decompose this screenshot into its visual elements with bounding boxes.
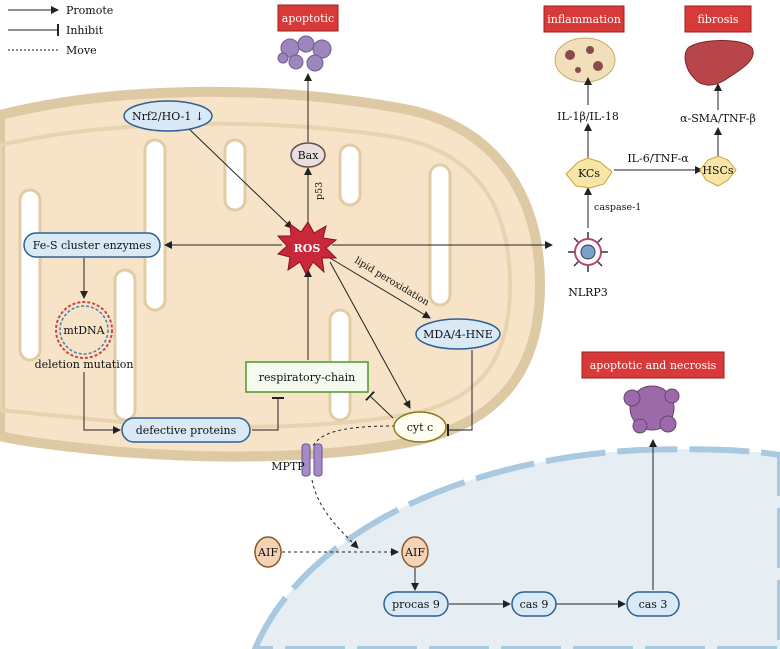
label-deletion-mutation: deletion mutation — [35, 358, 134, 371]
label-il1b: IL-1β/IL-18 — [557, 110, 619, 123]
node-defective-proteins: defective proteins — [121, 417, 251, 443]
mitochondrion — [0, 86, 546, 462]
node-ros: ROS — [276, 221, 338, 276]
outcome-apoptotic-necrosis: apoptotic and necrosis — [581, 351, 725, 379]
outcome-fibrosis: fibrosis — [684, 5, 752, 33]
legend-move-label: Move — [66, 44, 97, 57]
necrotic-cell-illustration — [623, 385, 680, 434]
svg-text:apoptotic: apoptotic — [282, 12, 334, 25]
edges — [80, 73, 722, 608]
node-respiratory-chain: respiratory-chain — [245, 361, 369, 393]
svg-text:apoptotic and necrosis: apoptotic and necrosis — [590, 359, 717, 372]
outcome-inflammation: inflammation — [543, 5, 625, 33]
svg-text:AIF: AIF — [404, 546, 425, 559]
move-edges — [282, 425, 399, 556]
svg-text:Nrf2/HO-1 ↓: Nrf2/HO-1 ↓ — [132, 110, 204, 123]
outcome-apoptotic: apoptotic — [277, 4, 339, 32]
svg-text:cyt c: cyt c — [407, 421, 433, 434]
svg-text:KCs: KCs — [578, 167, 600, 180]
label-p53: p53 — [314, 182, 325, 200]
node-mptp: MPTP — [271, 443, 323, 477]
svg-text:MPTP: MPTP — [271, 460, 305, 473]
svg-text:inflammation: inflammation — [547, 13, 621, 26]
node-cytc: cyt c — [393, 411, 447, 443]
node-cas3: cas 3 — [626, 591, 680, 617]
svg-text:MDA/4-HNE: MDA/4-HNE — [423, 328, 493, 341]
label-il6: IL-6/TNF-α — [627, 152, 689, 165]
svg-text:mtDNA: mtDNA — [63, 324, 105, 337]
node-bax: Bax — [290, 142, 326, 168]
svg-text:NLRP3: NLRP3 — [568, 286, 608, 299]
label-asma: α-SMA/TNF-β — [680, 112, 756, 125]
node-fes-cluster: Fe-S cluster enzymes — [23, 232, 161, 258]
svg-text:defective proteins: defective proteins — [136, 424, 237, 437]
node-cas9: cas 9 — [511, 591, 557, 617]
apoptotic-cells-illustration — [277, 35, 332, 72]
svg-text:procas 9: procas 9 — [392, 598, 440, 611]
label-caspase1: caspase-1 — [594, 202, 641, 213]
svg-text:fibrosis: fibrosis — [697, 13, 738, 26]
node-nrf2: Nrf2/HO-1 ↓ — [123, 100, 213, 132]
nucleus — [251, 446, 780, 649]
node-aif-outside: AIF — [254, 536, 282, 568]
svg-text:HSCs: HSCs — [702, 164, 734, 177]
node-hscs: HSCs — [699, 155, 737, 187]
node-mtdna: mtDNA — [55, 301, 113, 359]
legend-promote-label: Promote — [66, 4, 113, 17]
svg-text:Fe-S cluster enzymes: Fe-S cluster enzymes — [33, 239, 152, 252]
inflamed-cells-illustration — [554, 37, 616, 83]
node-nlrp3: NLRP3 — [568, 232, 608, 299]
node-procas9: procas 9 — [383, 591, 449, 617]
node-aif-inside: AIF — [401, 536, 429, 568]
legend-inhibit-label: Inhibit — [66, 24, 104, 37]
svg-text:AIF: AIF — [257, 546, 278, 559]
legend: Promote Inhibit Move — [8, 4, 113, 57]
svg-text:cas 9: cas 9 — [520, 598, 549, 611]
node-mda: MDA/4-HNE — [415, 318, 501, 350]
node-kcs: KCs — [565, 157, 613, 189]
svg-text:cas 3: cas 3 — [639, 598, 668, 611]
svg-text:Bax: Bax — [298, 149, 320, 162]
svg-text:ROS: ROS — [294, 242, 321, 255]
svg-text:respiratory-chain: respiratory-chain — [259, 371, 355, 384]
fibrotic-liver-illustration — [684, 40, 754, 86]
